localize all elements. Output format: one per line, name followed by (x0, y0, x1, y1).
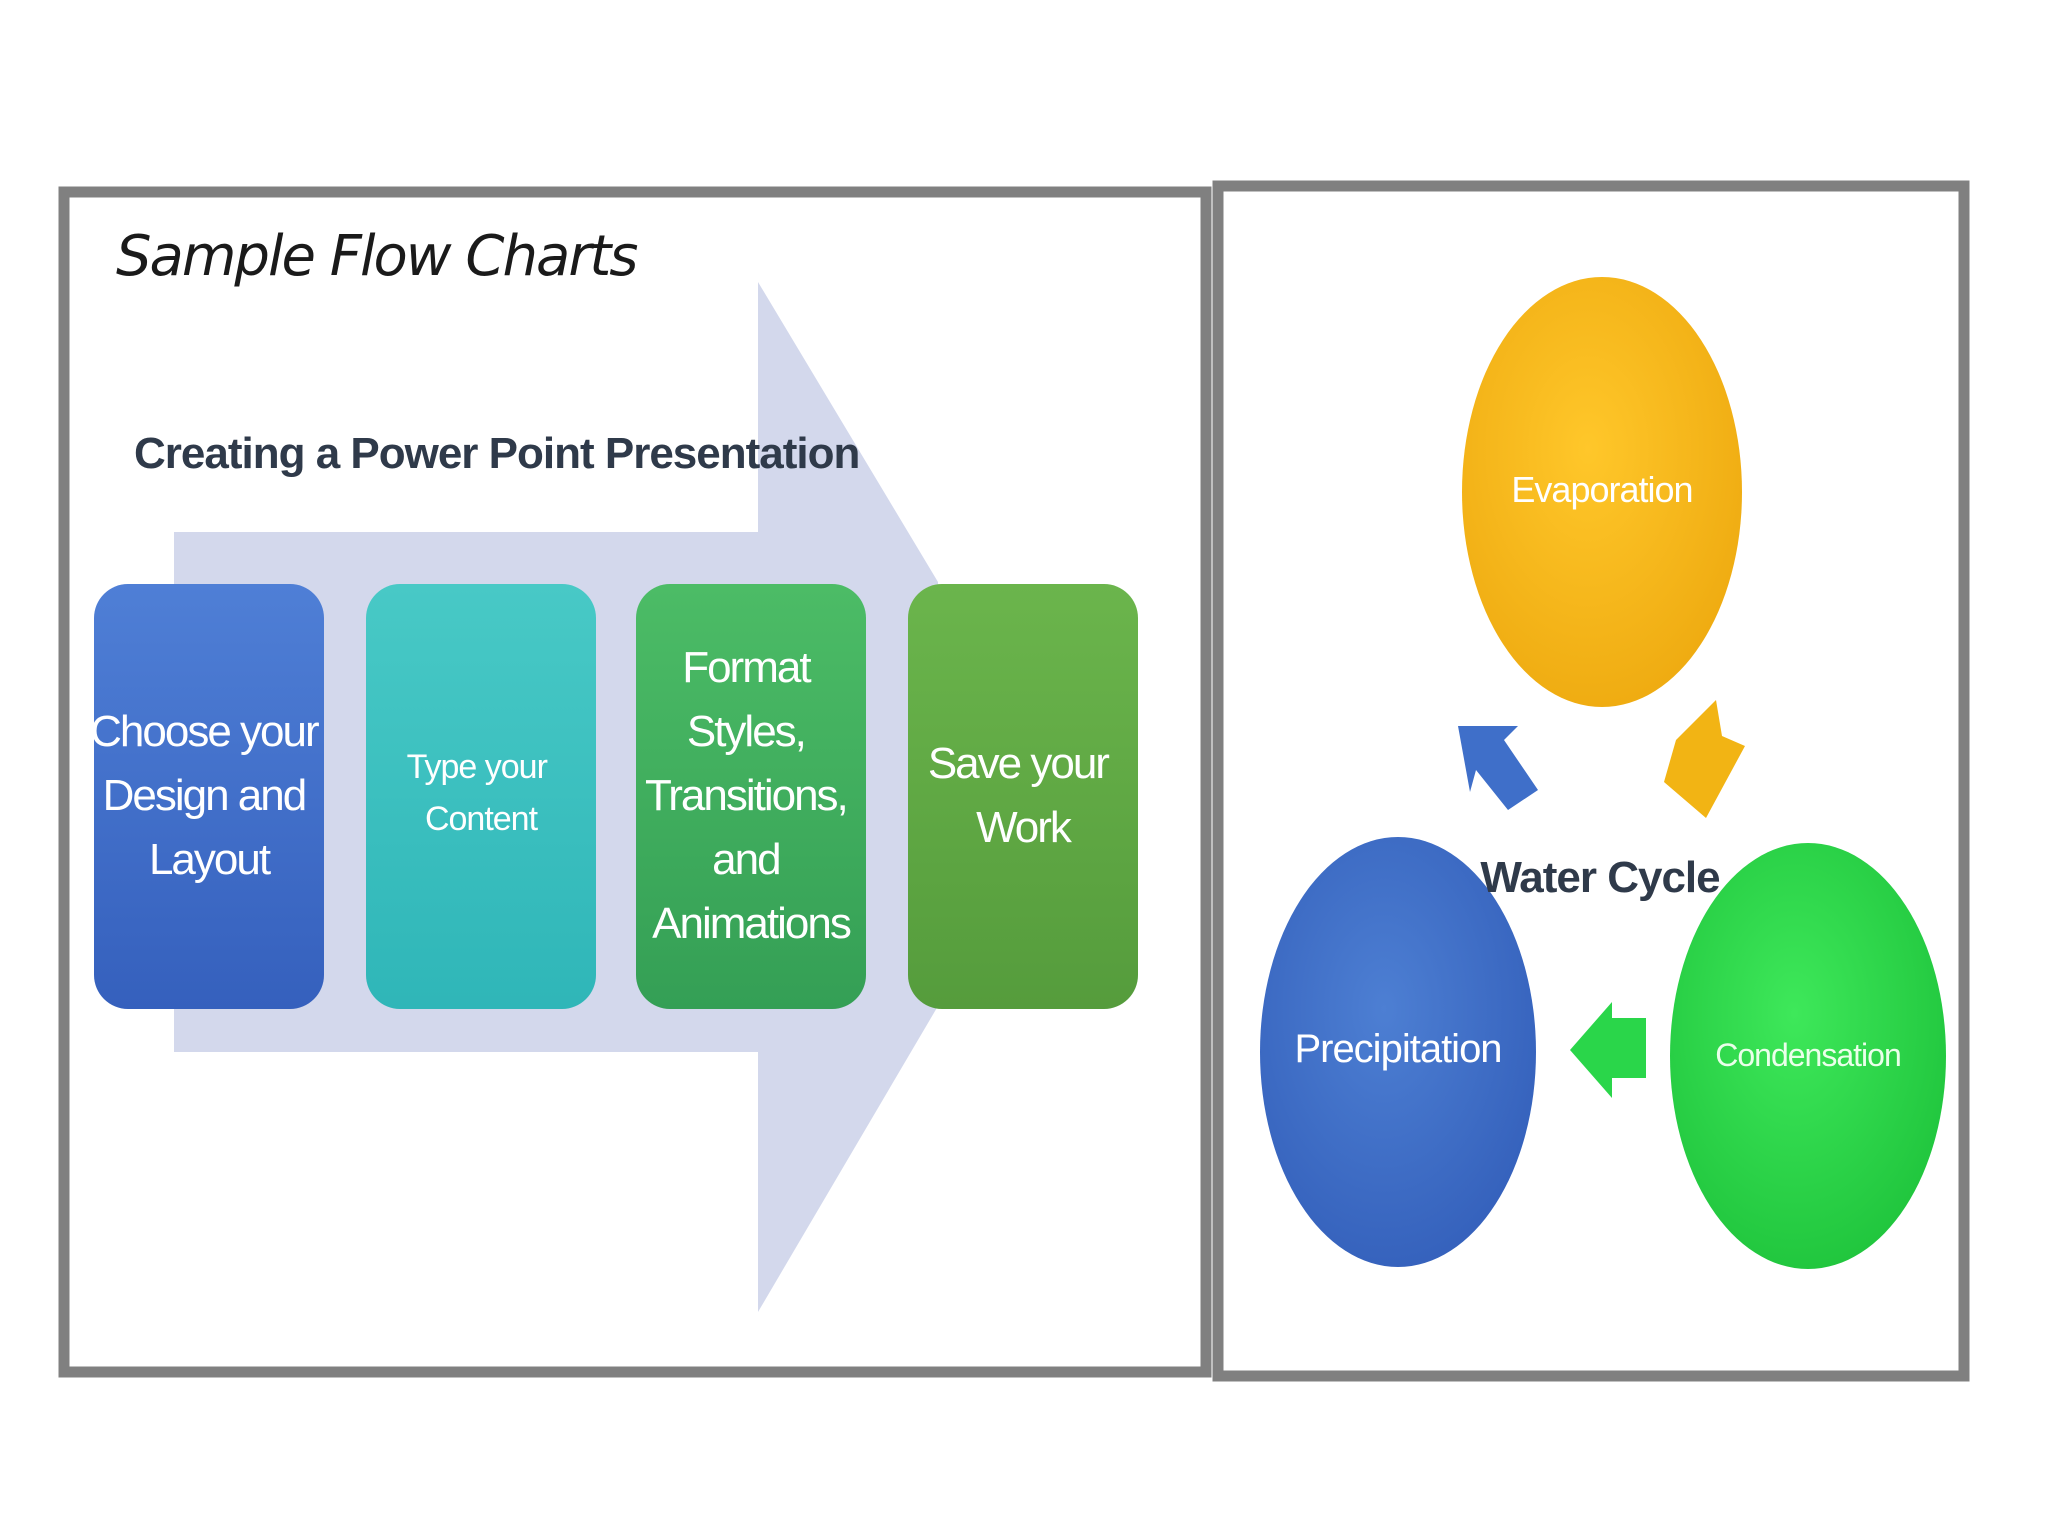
step-box-2: Type your Content (366, 584, 596, 1009)
step-3-line-5: Animations (652, 899, 851, 948)
water-cycle-panel: Evaporation Condensation Precipitation W… (1212, 180, 1970, 1382)
step-1-line-3: Layout (149, 835, 271, 884)
water-cycle-center-label: Water Cycle (1480, 853, 1719, 902)
precipitation-label: Precipitation (1294, 1027, 1501, 1071)
step-4-line-1: Save your (928, 739, 1109, 788)
arrow-precipitation-to-evaporation-icon (1458, 726, 1538, 810)
step-box-4-shape (908, 584, 1138, 1009)
step-1-label: Choose your Design and Layout (90, 707, 328, 884)
step-1-line-1: Choose your (90, 707, 319, 756)
step-1-line-2: Design and (103, 771, 306, 820)
step-3-line-4: and (712, 835, 779, 884)
step-3-line-1: Format (682, 643, 811, 692)
condensation-node: Condensation (1670, 843, 1946, 1269)
arrow-evaporation-to-condensation-icon (1664, 700, 1745, 818)
step-4-label: Save your Work (928, 739, 1118, 852)
step-box-3-shape (636, 584, 866, 1009)
step-box-1: Choose your Design and Layout (90, 584, 328, 1009)
flow-chart-subtitle: Creating a Power Point Presentation (134, 429, 859, 478)
step-box-4: Save your Work (908, 584, 1138, 1009)
precipitation-circle (1260, 837, 1536, 1267)
step-3-label: Format Styles, Transitions, and Animatio… (645, 643, 857, 948)
precipitation-node: Precipitation (1260, 837, 1536, 1267)
step-3-line-3: Transitions, (645, 771, 847, 820)
step-4-line-2: Work (976, 803, 1073, 852)
arrow-condensation-to-precipitation-icon (1570, 1002, 1646, 1098)
step-2-label: Type your Content (407, 748, 556, 838)
step-3-line-2: Styles, (687, 707, 805, 756)
condensation-circle (1670, 843, 1946, 1269)
step-2-line-1: Type your (407, 748, 548, 786)
flow-chart-title: Sample Flow Charts (116, 224, 637, 289)
step-2-line-2: Content (425, 800, 539, 838)
step-box-1-shape (94, 584, 324, 1009)
evaporation-node: Evaporation (1462, 277, 1742, 707)
step-box-3: Format Styles, Transitions, and Animatio… (636, 584, 866, 1009)
step-box-2-shape (366, 584, 596, 1009)
flow-chart-panel: Sample Flow Charts Creating a Power Poin… (58, 186, 1212, 1378)
evaporation-circle (1462, 277, 1742, 707)
evaporation-label: Evaporation (1511, 469, 1692, 510)
condensation-label: Condensation (1715, 1037, 1900, 1073)
